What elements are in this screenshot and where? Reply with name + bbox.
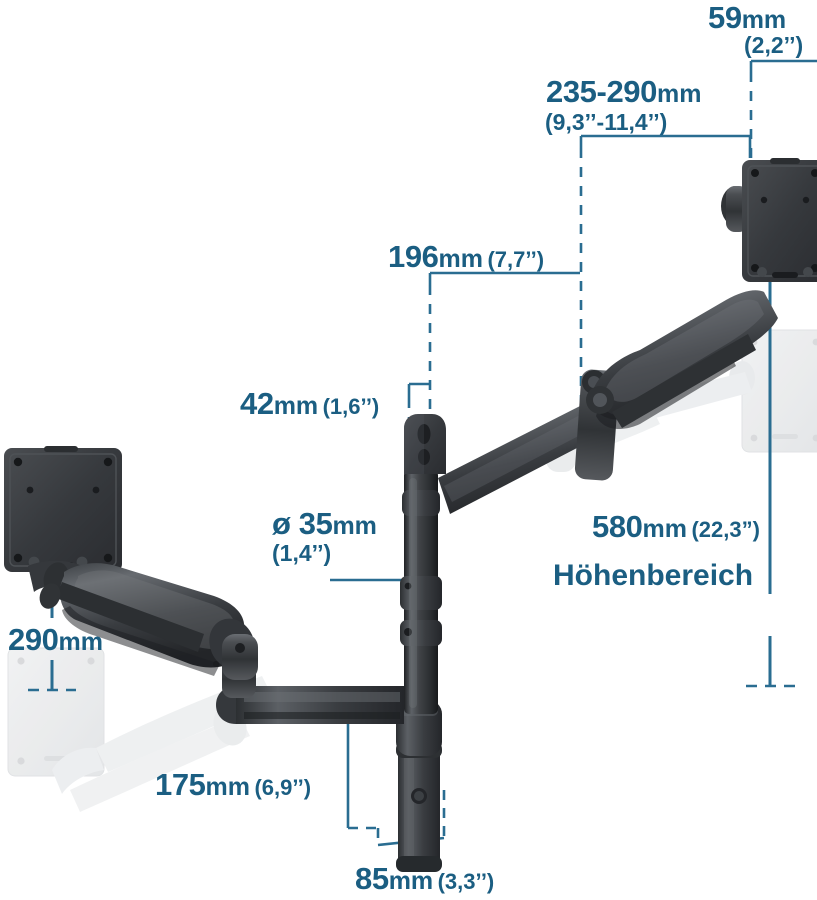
right-arm-parallel-link xyxy=(612,334,756,428)
dimension-label-196: 196mm (7,7’’) xyxy=(388,239,545,274)
dim-59-unit: mm xyxy=(741,6,787,34)
pole-collar-lower xyxy=(400,576,442,610)
center-pole xyxy=(400,470,442,714)
dimension-label-235-290: 235-290mm xyxy=(546,74,702,109)
dim-175-value: 175 xyxy=(155,767,206,802)
dimension-label-35-diameter: ø 35mm xyxy=(272,506,377,541)
dim-42-unit: mm xyxy=(273,392,319,420)
right-arm-lower-link xyxy=(438,404,600,514)
dimension-caption-hoehenbereich: Höhenbereich xyxy=(553,560,753,592)
dimension-label-85: 85mm (3,3’’) xyxy=(355,861,495,896)
dimension-label-35-imperial: (1,4’’) xyxy=(272,541,331,566)
dim-580-unit: mm xyxy=(642,515,687,543)
dim-235-value: 235-290 xyxy=(546,74,657,109)
dim-175-unit: mm xyxy=(205,773,250,801)
dim-196-value: 196 xyxy=(388,239,439,274)
dimension-label-175: 175mm (6,9’’) xyxy=(155,767,312,802)
dim-35-inch: (1,4’’) xyxy=(272,540,332,566)
pole-collar-mid xyxy=(400,620,442,646)
wall-mount-base xyxy=(396,742,442,872)
dim-290-value: 290 xyxy=(8,622,59,657)
wall-arm-horizontal xyxy=(216,686,404,724)
dim-235-unit: mm xyxy=(656,80,702,108)
dim-196-inch: (7,7’’) xyxy=(487,247,545,272)
dim-85-value: 85 xyxy=(355,861,389,896)
hoehenbereich-text: Höhenbereich xyxy=(553,559,754,592)
dimension-label-42: 42mm (1,6’’) xyxy=(240,386,380,421)
top-hanger-bracket xyxy=(404,414,446,474)
dim-85-unit: mm xyxy=(388,867,434,895)
dimension-label-580: 580mm (22,3”) xyxy=(592,509,760,544)
dim-42-value: 42 xyxy=(240,386,274,421)
dim-35-unit: mm xyxy=(332,512,377,540)
dim-580-value: 580 xyxy=(592,509,643,544)
pole-collar-upper xyxy=(402,490,440,516)
dimension-label-59: 59mm xyxy=(708,0,787,35)
vesa-plate-right xyxy=(742,158,817,282)
dimension-label-59-imperial: (2,2’’) xyxy=(744,33,803,58)
dim-290-unit: mm xyxy=(58,628,103,656)
dim-59-inch: (2,2’’) xyxy=(744,32,804,58)
dim-235-inch: (9,3’’-11,4’’) xyxy=(545,109,668,135)
vesa-plate-left xyxy=(4,446,122,572)
left-arm-parallel-link xyxy=(39,582,204,652)
dimension-label-235-290-imperial: (9,3’’-11,4’’) xyxy=(545,110,667,135)
dim-175-inch: (6,9’’) xyxy=(254,775,312,800)
dim-35-value: ø 35 xyxy=(272,506,333,541)
dim-59-value: 59 xyxy=(708,0,742,35)
dim-580-inch: (22,3”) xyxy=(691,517,760,542)
left-arm-base-joint xyxy=(222,634,258,680)
dim-196-unit: mm xyxy=(438,245,483,273)
dim-85-inch: (3,3’’) xyxy=(437,869,495,894)
dim-42-inch: (1,6’’) xyxy=(322,394,380,419)
dimension-label-290: 290mm xyxy=(8,622,103,657)
hardware-detail-screws xyxy=(213,661,219,667)
